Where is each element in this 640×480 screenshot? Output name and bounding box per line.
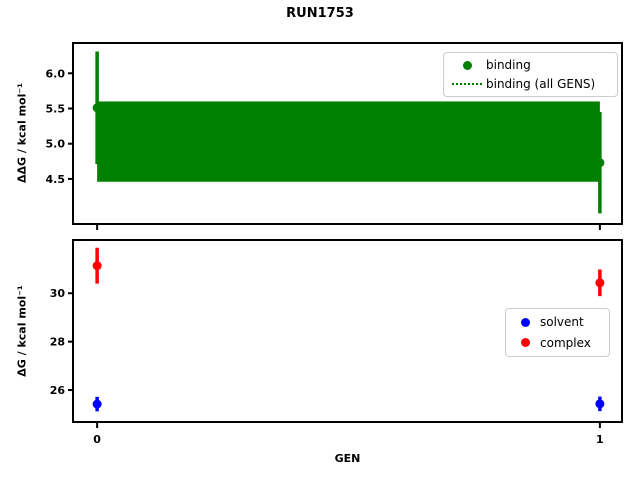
legend-label-complex: complex bbox=[540, 335, 591, 350]
legend-swatch-cell bbox=[448, 82, 486, 85]
solvent-marker-icon bbox=[520, 317, 530, 327]
complex-point-gen1 bbox=[595, 278, 605, 288]
legend-entry-solvent: solvent bbox=[510, 312, 605, 332]
top-legend: binding binding (all GENS) bbox=[443, 52, 618, 97]
bottom-x-tick-label: 1 bbox=[596, 433, 604, 446]
legend-swatch-cell bbox=[510, 317, 540, 327]
figure-title: RUN1753 bbox=[286, 6, 354, 21]
legend-label-binding-all-gens: binding (all GENS) bbox=[486, 76, 596, 91]
legend-entry-complex: complex bbox=[510, 333, 605, 353]
legend-entry-binding-all-gens: binding (all GENS) bbox=[448, 75, 613, 94]
legend-label-binding: binding bbox=[486, 58, 531, 73]
bottom-legend: solvent complex bbox=[505, 308, 610, 357]
top-y-tick-label: 5.0 bbox=[46, 138, 66, 151]
top-axes-frame bbox=[72, 42, 623, 225]
solvent-point-gen1 bbox=[595, 399, 605, 409]
legend-entry-binding: binding bbox=[448, 56, 613, 75]
bottom-x-tick-label: 0 bbox=[93, 433, 101, 446]
top-band-all-gens bbox=[97, 101, 600, 182]
binding-point-gen1 bbox=[595, 158, 605, 168]
binding-marker-icon bbox=[462, 60, 472, 70]
bottom-y-tick-label: 26 bbox=[50, 384, 66, 397]
complex-point-gen0 bbox=[92, 261, 102, 271]
top-y-tick-label: 5.5 bbox=[46, 102, 66, 115]
complex-marker-icon bbox=[520, 338, 530, 348]
binding-point-gen0 bbox=[92, 103, 102, 113]
x-axis-label: GEN bbox=[334, 452, 361, 465]
legend-swatch-cell bbox=[448, 60, 486, 70]
top-y-tick-label: 6.0 bbox=[46, 67, 66, 80]
solvent-point-gen0 bbox=[92, 399, 102, 409]
dotted-line-icon bbox=[452, 82, 482, 85]
top-y-tick-label: 4.5 bbox=[46, 173, 66, 186]
bottom-y-tick-label: 28 bbox=[50, 336, 65, 349]
bottom-axes-frame bbox=[72, 239, 623, 423]
legend-swatch-cell bbox=[510, 338, 540, 348]
legend-label-solvent: solvent bbox=[540, 315, 584, 330]
bottom-y-tick-label: 30 bbox=[50, 287, 66, 300]
